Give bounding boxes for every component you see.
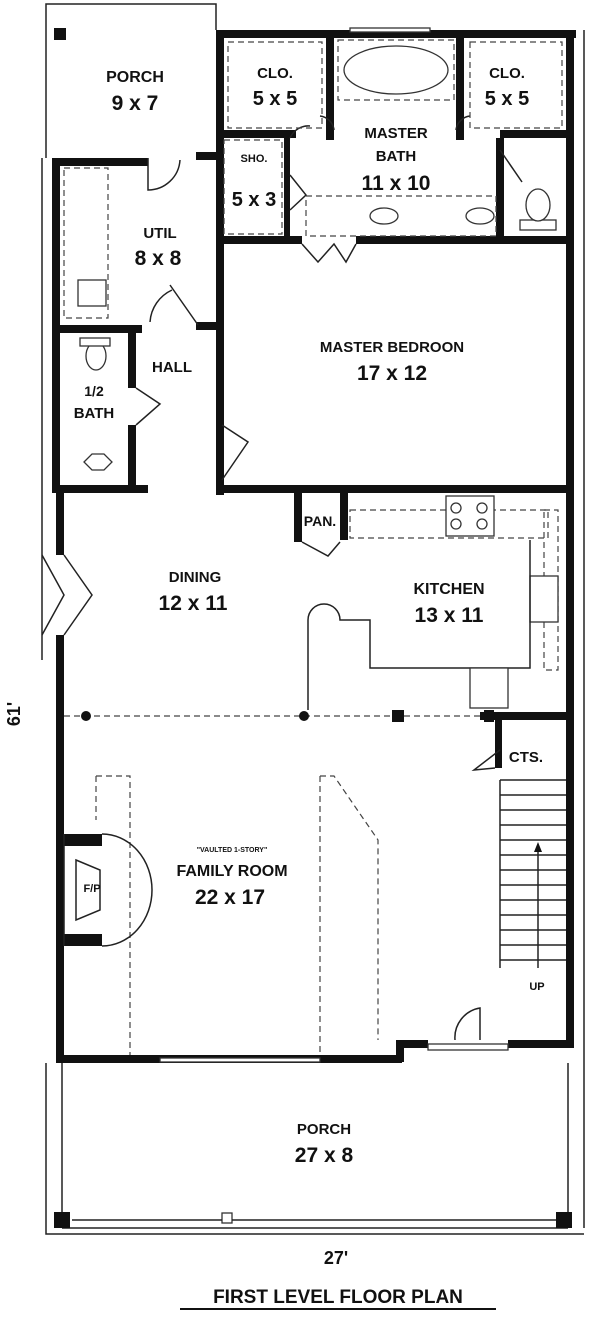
cts-name: CTS. <box>509 749 543 766</box>
master-bath-size: 11 x 10 <box>362 172 431 195</box>
doors <box>41 115 523 1041</box>
dimension-labels: 27' 61' <box>4 702 348 1268</box>
stairs-up-label: UP <box>529 981 544 993</box>
room-labels: PORCH 9 x 7 CLO. 5 x 5 CLO. 5 x 5 MASTER… <box>74 65 545 1167</box>
closet-left-size: 5 x 5 <box>253 88 297 110</box>
master-bath-name-2: BATH <box>376 148 417 165</box>
fireplace-name: F/P <box>83 883 100 895</box>
porch-outlines <box>41 3 585 1235</box>
fixtures <box>63 27 566 1063</box>
master-bedroom-name: MASTER BEDROON <box>320 339 464 356</box>
shower-name: SHO. <box>241 153 268 165</box>
closet-right-size: 5 x 5 <box>485 88 529 110</box>
interior-walls <box>52 32 574 768</box>
master-bath-name-1: MASTER <box>364 125 428 142</box>
porch-top-name: PORCH <box>106 69 164 86</box>
kitchen-name: KITCHEN <box>413 581 484 598</box>
util-size: 8 x 8 <box>135 247 182 270</box>
dining-name: DINING <box>169 569 222 586</box>
util-name: UTIL <box>143 225 176 242</box>
family-room-size: 22 x 17 <box>195 886 265 909</box>
master-bedroom-size: 17 x 12 <box>357 362 427 385</box>
half-bath-name-1: 1/2 <box>84 383 104 399</box>
family-room-note: "VAULTED 1-STORY" <box>197 847 268 854</box>
stair-treads <box>500 794 566 961</box>
shower-size: 5 x 3 <box>232 189 276 211</box>
kitchen-size: 13 x 11 <box>415 604 484 627</box>
depth-dimension: 61' <box>4 702 24 726</box>
dining-size: 12 x 11 <box>159 592 228 615</box>
half-bath-name-2: BATH <box>74 405 115 422</box>
closet-left-name: CLO. <box>257 65 293 82</box>
closet-right-name: CLO. <box>489 65 525 82</box>
plan-title: FIRST LEVEL FLOOR PLAN <box>213 1287 463 1308</box>
porch-front-size: 27 x 8 <box>295 1144 354 1167</box>
porch-top-size: 9 x 7 <box>112 92 159 115</box>
hall-name: HALL <box>152 359 192 376</box>
width-dimension: 27' <box>324 1248 348 1268</box>
porch-front-name: PORCH <box>297 1121 351 1138</box>
pantry-name: PAN. <box>304 513 336 529</box>
family-room-name: FAMILY ROOM <box>176 863 287 880</box>
